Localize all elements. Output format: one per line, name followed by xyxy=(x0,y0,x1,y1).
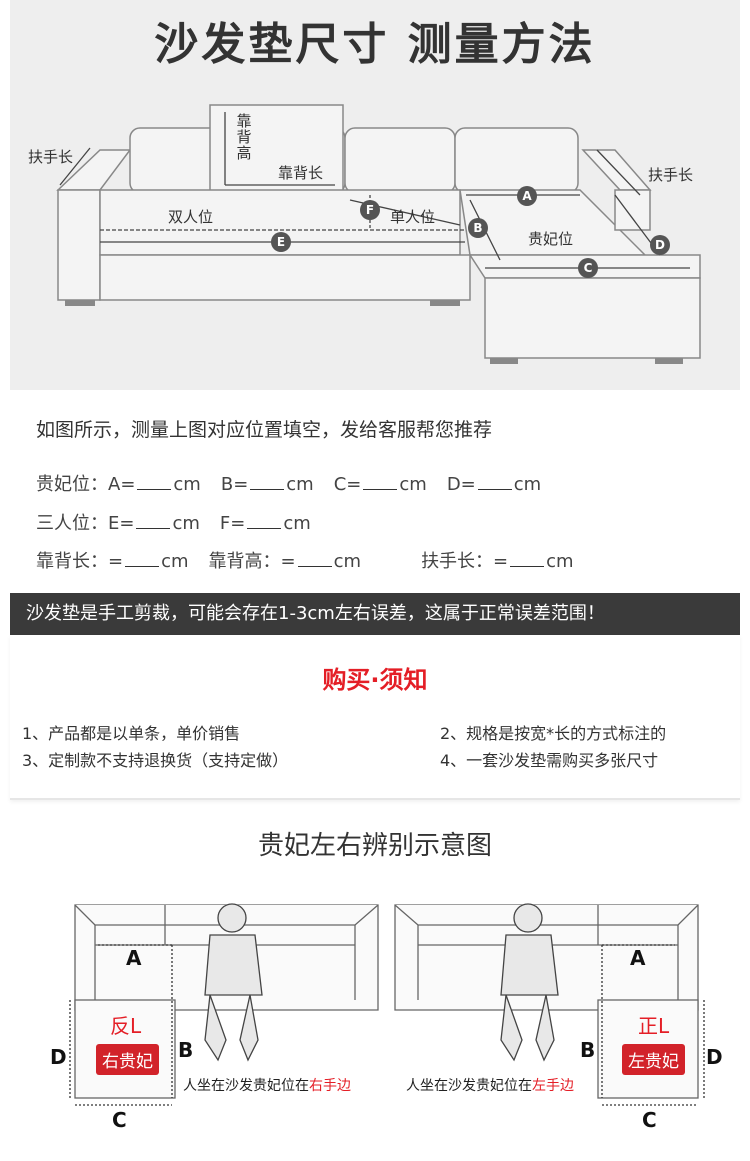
single-seat-label: 单人位 xyxy=(390,208,436,226)
backrest-height-unit: cm xyxy=(333,551,362,572)
armrest-length-label-right: 扶手长 xyxy=(648,166,694,184)
left-caption-side: 右手边 xyxy=(309,1078,351,1094)
notice-item-4: 4、一套沙发垫需购买多张尺寸 xyxy=(440,751,659,770)
left-label-a: A xyxy=(126,946,142,970)
purchase-notice-heading: 购买·须知 xyxy=(322,666,428,694)
notice-item-1: 1、产品都是以单条，单价销售 xyxy=(22,724,241,743)
field-f-unit: cm xyxy=(283,513,311,534)
backrest-length-unit: cm xyxy=(161,551,189,572)
three-seat-row-label: 三人位： xyxy=(36,513,108,534)
notice-item-3: 3、定制款不支持退换货（支持定做） xyxy=(22,751,289,770)
backrest-height-label: 靠背高 xyxy=(236,112,252,162)
backrest-length-field-label: 靠背长：= xyxy=(36,551,124,572)
chaise-direction-diagram xyxy=(69,903,705,1106)
field-f-blank[interactable] xyxy=(247,513,282,529)
chaise-measure-row: 贵妃位：A= cm B= cm C= cm D= cm xyxy=(36,470,561,496)
marker-e: E xyxy=(271,232,291,252)
field-b-label: B= xyxy=(220,474,249,495)
left-chaise-badge: 右贵妃 xyxy=(96,1044,159,1075)
marker-a: A xyxy=(517,186,537,206)
backrest-height-field-label: 靠背高：= xyxy=(208,551,296,572)
field-d-unit: cm xyxy=(513,474,542,495)
left-caption-prefix: 人坐在沙发贵妃位在 xyxy=(183,1078,309,1094)
left-label-c: C xyxy=(112,1108,127,1132)
field-a-label: A= xyxy=(108,474,136,495)
right-chaise-badge: 左贵妃 xyxy=(622,1044,685,1075)
left-caption: 人坐在沙发贵妃位在右手边 xyxy=(183,1075,351,1095)
marker-f: F xyxy=(360,200,380,220)
marker-c: C xyxy=(578,258,598,278)
right-label-b: B xyxy=(580,1038,596,1062)
field-e-unit: cm xyxy=(172,513,200,534)
chaise-direction-title: 贵妃左右辨别示意图 xyxy=(257,831,492,861)
armrest-length-field-label: 扶手长：= xyxy=(421,551,509,572)
sofa-measure-diagram xyxy=(56,104,701,364)
left-direction: 反L xyxy=(110,1014,142,1038)
double-seat-label: 双人位 xyxy=(168,208,214,226)
backrest-length-label: 靠背长 xyxy=(278,164,324,182)
right-caption-prefix: 人坐在沙发贵妃位在 xyxy=(406,1078,532,1094)
armrest-length-unit: cm xyxy=(546,551,574,572)
field-c-blank[interactable] xyxy=(363,474,398,490)
field-f-label: F= xyxy=(219,513,246,534)
back-armrest-measure-row: 靠背长：= cm 靠背高：= cm 扶手长：= cm xyxy=(36,547,594,573)
right-label-c: C xyxy=(642,1108,657,1132)
field-b-blank[interactable] xyxy=(250,474,285,490)
backrest-length-blank[interactable] xyxy=(125,551,160,567)
marker-d: D xyxy=(650,235,670,255)
field-a-unit: cm xyxy=(173,474,201,495)
field-d-label: D= xyxy=(446,474,476,495)
left-label-b: B xyxy=(178,1038,194,1062)
left-label-d: D xyxy=(50,1045,67,1069)
right-caption-side: 左手边 xyxy=(532,1078,574,1094)
instruction-text: 如图所示，测量上图对应位置填空，发给客服帮您推荐 xyxy=(36,419,493,441)
chaise-seat-label: 贵妃位 xyxy=(528,230,574,248)
armrest-length-blank[interactable] xyxy=(510,551,545,567)
right-direction: 正L xyxy=(638,1014,670,1038)
right-caption: 人坐在沙发贵妃位在左手边 xyxy=(406,1075,574,1095)
notice-item-2: 2、规格是按宽*长的方式标注的 xyxy=(440,724,667,743)
field-e-label: E= xyxy=(108,513,135,534)
field-e-blank[interactable] xyxy=(136,513,171,529)
field-c-unit: cm xyxy=(399,474,427,495)
field-c-label: C= xyxy=(333,474,362,495)
field-d-blank[interactable] xyxy=(477,474,512,490)
field-a-blank[interactable] xyxy=(137,474,172,490)
chaise-row-label: 贵妃位： xyxy=(36,474,108,495)
marker-b: B xyxy=(468,218,488,238)
field-b-unit: cm xyxy=(286,474,314,495)
three-seat-measure-row: 三人位：E= cm F= cm xyxy=(36,509,331,535)
tolerance-notice-bar: 沙发垫是手工剪裁，可能会存在1-3cm左右误差，这属于正常误差范围！ xyxy=(10,593,740,635)
purchase-notice-box xyxy=(10,635,740,800)
armrest-length-label-left: 扶手长 xyxy=(28,148,74,166)
backrest-height-blank[interactable] xyxy=(297,551,332,567)
right-label-d: D xyxy=(706,1045,723,1069)
right-label-a: A xyxy=(630,946,646,970)
page-title: 沙发垫尺寸 测量方法 xyxy=(154,19,596,70)
